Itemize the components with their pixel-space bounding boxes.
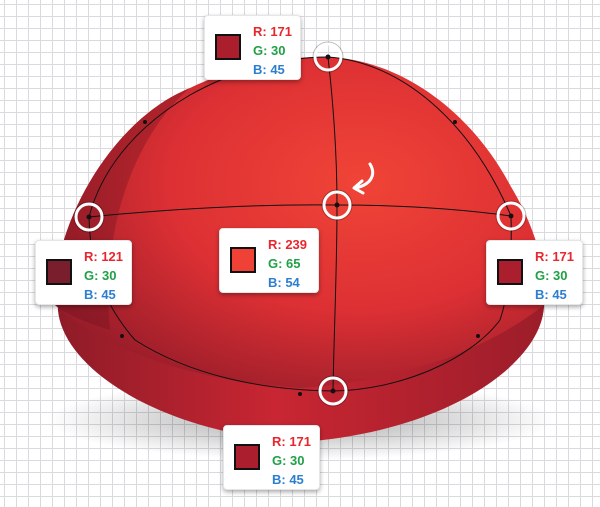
circle-outline-icon[interactable] — [322, 190, 352, 220]
green-value: G: 65 — [268, 256, 301, 271]
color-swatch-card-left: R: 121 G: 30 B: 45 — [35, 240, 132, 305]
blue-value: B: 54 — [268, 275, 300, 290]
circle-outline-icon[interactable] — [496, 201, 526, 231]
anchor-point[interactable] — [298, 392, 302, 396]
red-value: R: 239 — [268, 237, 308, 252]
color-swatch-card-top: R: 171 G: 30 B: 45 — [204, 15, 301, 80]
color-chip — [213, 32, 243, 62]
anchor-points — [86, 54, 514, 396]
curved-arrow-icon — [352, 162, 375, 195]
green-value: G: 30 — [253, 43, 286, 58]
color-swatch-card-center: R: 239 G: 65 B: 54 — [219, 228, 319, 293]
color-chip — [44, 257, 74, 287]
outline-right-arc — [327, 56, 512, 217]
blue-value: B: 45 — [84, 287, 116, 302]
anchor-point[interactable] — [330, 388, 336, 394]
green-value: G: 30 — [84, 268, 117, 283]
anchor-point[interactable] — [508, 213, 514, 219]
blue-value: B: 45 — [272, 472, 304, 487]
dome-body — [54, 56, 545, 388]
color-chip — [228, 245, 258, 275]
ring-shadows — [73, 41, 527, 407]
anchor-point[interactable] — [120, 334, 124, 338]
red-value: R: 171 — [272, 434, 312, 449]
circle-outline-icon[interactable] — [313, 42, 343, 72]
color-chip — [232, 442, 262, 472]
green-value: G: 30 — [272, 453, 305, 468]
color-chip — [495, 257, 525, 287]
blue-value: B: 45 — [535, 287, 567, 302]
anchor-point[interactable] — [325, 54, 331, 60]
circle-outline-icon[interactable] — [74, 202, 104, 232]
circle-outline-icon[interactable] — [318, 376, 348, 406]
color-swatch-card-bottom: R: 171 G: 30 B: 45 — [223, 425, 320, 490]
red-value: R: 121 — [84, 249, 124, 264]
anchor-point[interactable] — [143, 120, 147, 124]
color-swatch-card-right: R: 171 G: 30 B: 45 — [486, 240, 583, 305]
red-value: R: 171 — [535, 249, 575, 264]
anchor-point[interactable] — [453, 120, 457, 124]
anchor-point[interactable] — [476, 334, 480, 338]
anchor-point[interactable] — [334, 202, 340, 208]
anchor-point[interactable] — [86, 214, 92, 220]
green-value: G: 30 — [535, 268, 568, 283]
selected-anchor-rings — [74, 42, 526, 406]
blue-value: B: 45 — [253, 62, 285, 77]
red-value: R: 171 — [253, 24, 293, 39]
